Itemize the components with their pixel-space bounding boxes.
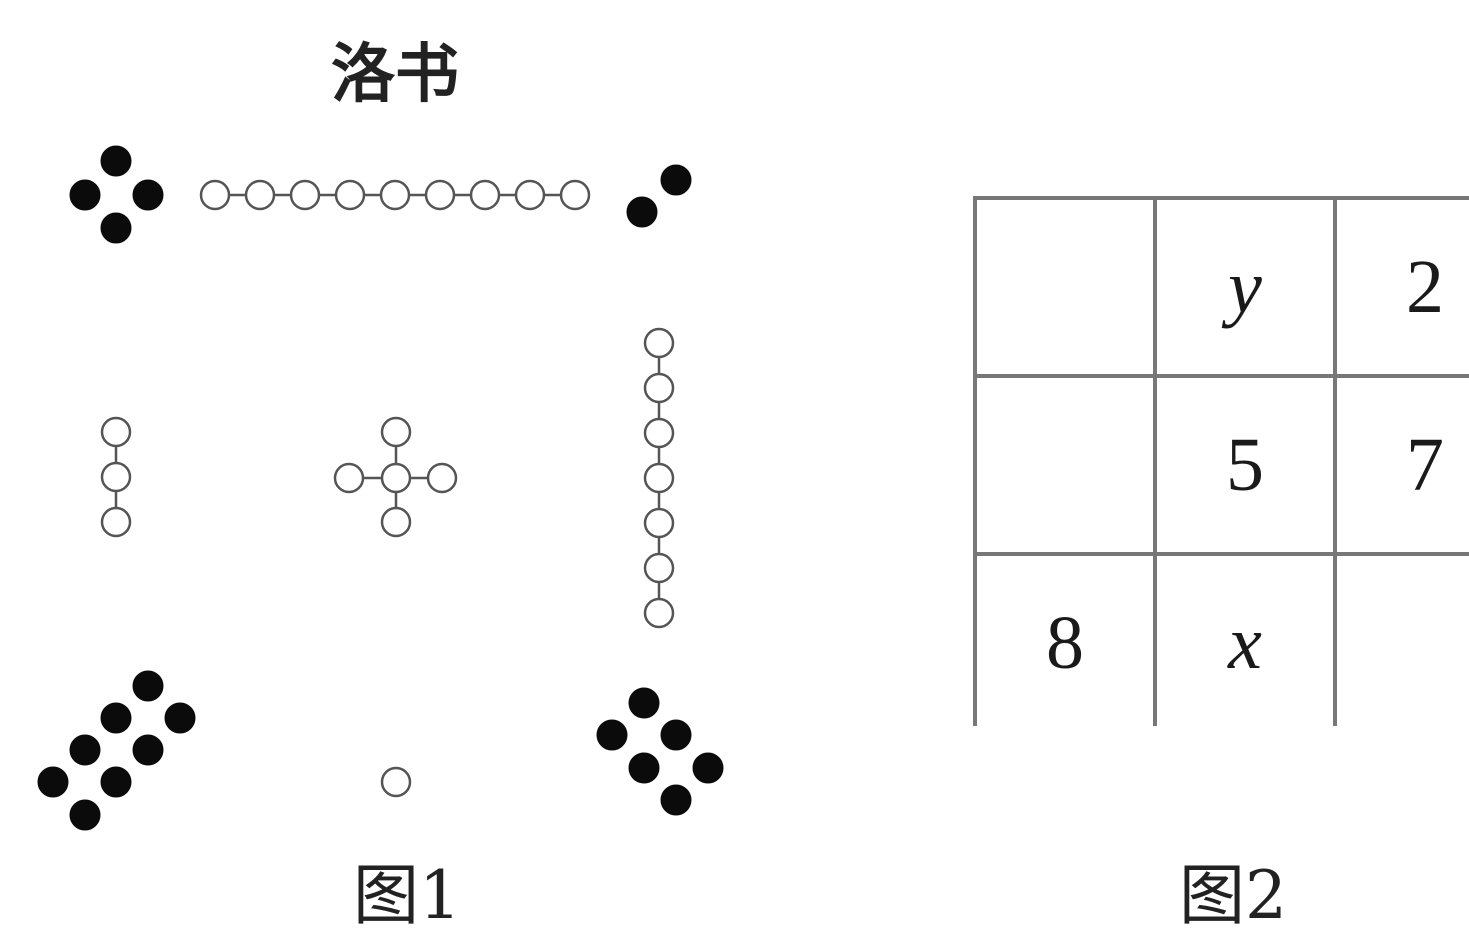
- white-dot-top-center: [291, 181, 319, 209]
- black-dot-bottom-left: [101, 767, 131, 797]
- black-dot-bottom-right: [629, 753, 659, 783]
- white-dot-center: [382, 464, 410, 492]
- black-dot-top-left: [101, 146, 131, 176]
- white-dot-top-center: [561, 181, 589, 209]
- white-dot-center: [428, 464, 456, 492]
- dot-layer: [38, 146, 723, 830]
- black-dot-bottom-right: [629, 688, 659, 718]
- grid-cell: 5: [1155, 376, 1335, 554]
- white-dot-top-center: [426, 181, 454, 209]
- black-dot-bottom-right: [693, 753, 723, 783]
- white-dot-middle-right: [645, 329, 673, 357]
- white-dot-top-center: [246, 181, 274, 209]
- black-dot-top-left: [70, 180, 100, 210]
- white-dot-middle-right: [645, 374, 673, 402]
- figure2-caption: 图2: [1113, 856, 1353, 936]
- white-dot-top-center: [516, 181, 544, 209]
- black-dot-bottom-left: [133, 671, 163, 701]
- luoshu-diagram: [0, 0, 780, 860]
- black-dot-top-right: [661, 165, 691, 195]
- black-dot-bottom-left: [70, 800, 100, 830]
- black-dot-bottom-right: [597, 720, 627, 750]
- white-dot-middle-left: [102, 418, 130, 446]
- white-dot-middle-right: [645, 419, 673, 447]
- figure1-caption: 图1: [287, 856, 527, 936]
- white-dot-top-center: [471, 181, 499, 209]
- grid-cell: [1335, 554, 1469, 726]
- grid-cell: 2: [1335, 198, 1469, 376]
- black-dot-bottom-left: [133, 735, 163, 765]
- white-dot-middle-left: [102, 463, 130, 491]
- black-dot-top-right: [627, 197, 657, 227]
- white-dot-middle-right: [645, 554, 673, 582]
- black-dot-bottom-right: [661, 785, 691, 815]
- white-dot-top-center: [201, 181, 229, 209]
- grid-cell: [975, 376, 1155, 554]
- grid-cell: 7: [1335, 376, 1469, 554]
- white-dot-middle-right: [645, 599, 673, 627]
- white-dot-middle-right: [645, 509, 673, 537]
- white-dot-middle-right: [645, 464, 673, 492]
- white-dot-top-center: [381, 181, 409, 209]
- white-dot-bottom-center: [382, 768, 410, 796]
- black-dot-bottom-left: [101, 703, 131, 733]
- black-dot-bottom-right: [661, 720, 691, 750]
- black-dot-bottom-left: [165, 703, 195, 733]
- black-dot-bottom-left: [38, 767, 68, 797]
- grid-cell: y: [1155, 198, 1335, 376]
- white-dot-center: [335, 464, 363, 492]
- black-dot-top-left: [101, 213, 131, 243]
- white-dot-center: [382, 418, 410, 446]
- white-dot-center: [382, 508, 410, 536]
- white-dot-top-center: [336, 181, 364, 209]
- grid-cell: x: [1155, 554, 1335, 726]
- white-dot-middle-left: [102, 508, 130, 536]
- grid-cell: [975, 198, 1155, 376]
- grid-cell: 8: [975, 554, 1155, 726]
- black-dot-bottom-left: [70, 735, 100, 765]
- black-dot-top-left: [133, 180, 163, 210]
